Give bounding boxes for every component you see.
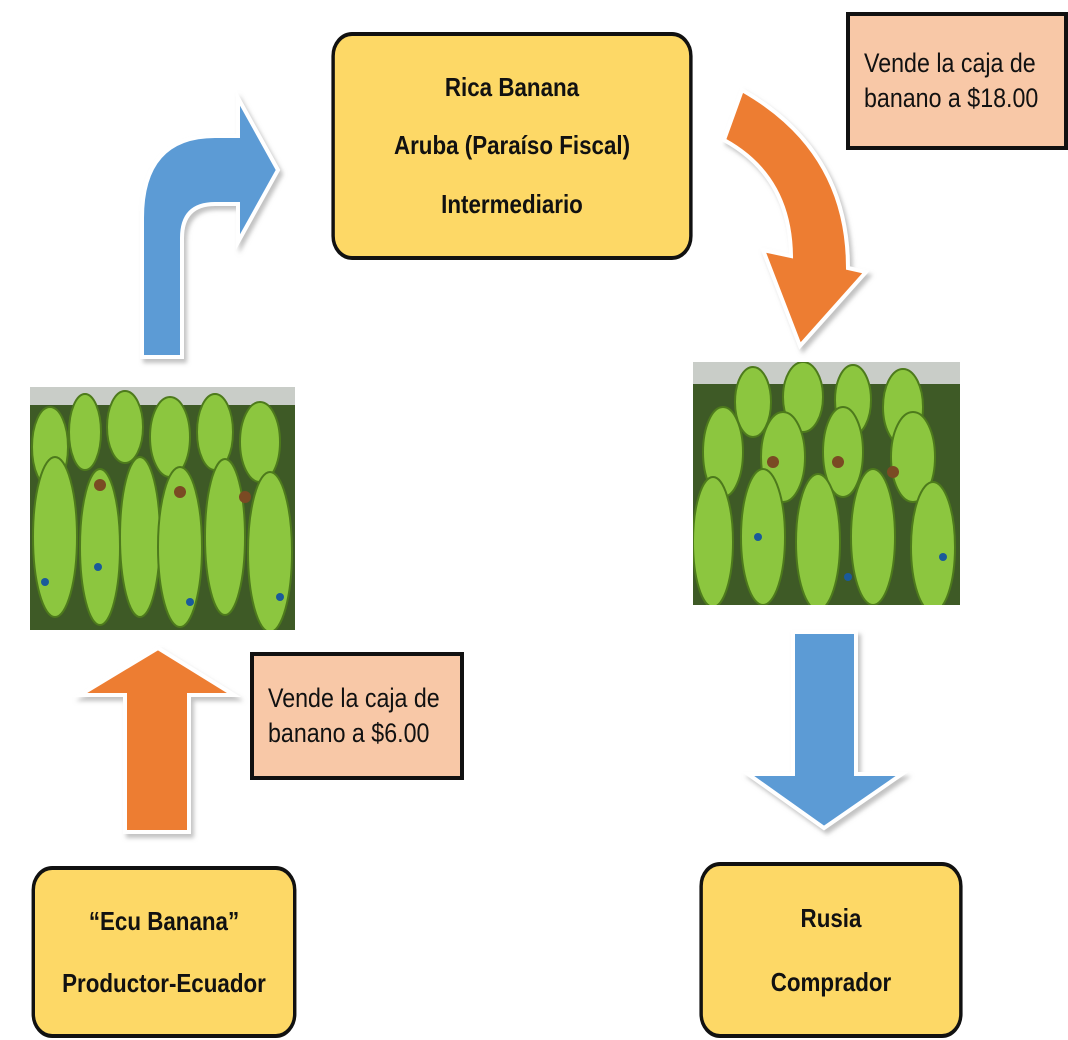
buyer-name: Rusia (800, 902, 862, 933)
intermediary-box: Rica Banana Aruba (Paraíso Fiscal) Inter… (331, 32, 693, 260)
producer-box: “Ecu Banana” Productor-Ecuador (31, 866, 297, 1038)
price-note-high: Vende la caja de banano a $18.00 (846, 12, 1068, 150)
producer-role: Productor-Ecuador (62, 967, 266, 998)
down-arrow (741, 630, 909, 831)
bananas-photo-right-image (693, 362, 960, 605)
bent-arrow-up-right (140, 90, 281, 359)
bananas-photo-left-image (30, 387, 295, 630)
price-note-high-line2: banano a $18.00 (864, 83, 1039, 113)
bananas-photo-left (30, 387, 295, 630)
bananas-photo-right (693, 362, 960, 605)
buyer-role: Comprador (770, 966, 892, 997)
buyer-box: Rusia Comprador (699, 862, 963, 1038)
price-note-low: Vende la caja de banano a $6.00 (250, 652, 464, 780)
price-note-low-line2: banano a $6.00 (268, 718, 430, 748)
price-note-high-line1: Vende la caja de (864, 47, 1036, 78)
up-arrow (72, 645, 242, 834)
producer-name: “Ecu Banana” (88, 905, 240, 936)
curved-arrow-down (721, 87, 870, 350)
intermediary-role: Intermediario (441, 189, 583, 220)
price-note-low-line1: Vende la caja de (268, 682, 440, 713)
intermediary-location: Aruba (Paraíso Fiscal) (393, 130, 631, 161)
intermediary-name: Rica Banana (444, 71, 580, 102)
